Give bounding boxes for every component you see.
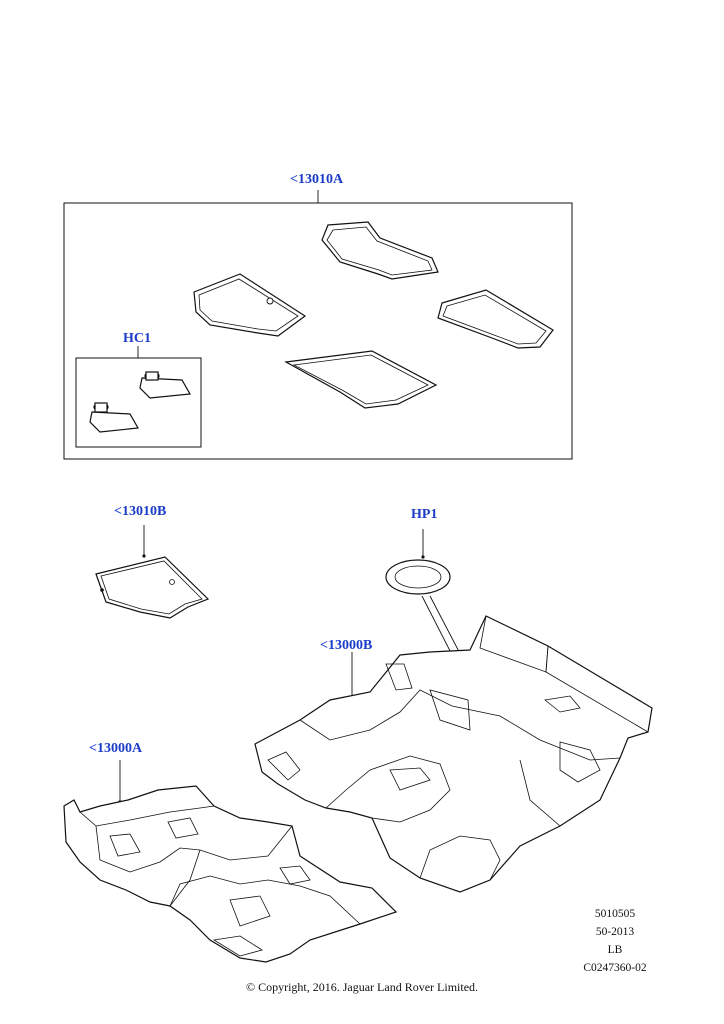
reference-line-1: 5010505 [594,908,636,920]
rear-floor-carpet [254,615,653,893]
plug-ring [385,559,451,595]
copyright-notice: © Copyright, 2016. Jaguar Land Rover Lim… [245,980,479,994]
floor-mat-front-right [321,221,439,280]
reference-line-4: C0247360-02 [583,962,647,974]
callout-13010b[interactable]: <13010B [114,504,167,519]
reference-line-2: 50-2013 [595,926,635,938]
clip-lower [89,402,139,433]
callout-13000b[interactable]: <13000B [320,638,373,653]
floor-mat-rear-right [437,289,554,349]
reference-block: 5010505 50-2013 LB C0247360-02 [574,905,656,977]
callout-hp1[interactable]: HP1 [411,507,438,522]
cargo-mat-group [95,525,210,619]
clips-box [75,357,202,448]
floor-mat-front-left [193,273,307,337]
cargo-mat [95,556,210,619]
callout-13010a[interactable]: <13010A [290,172,344,187]
callout-hc1[interactable]: HC1 [123,331,151,346]
front-carpet-group [63,760,398,963]
rear-carpet-group [254,615,653,893]
floor-mat-set-group [63,190,573,460]
floor-mat-rear-left [284,350,438,409]
front-floor-carpet [63,785,398,963]
callout-13000a[interactable]: <13000A [89,741,143,756]
clip-upper [139,371,191,399]
reference-line-3: LB [607,944,623,956]
